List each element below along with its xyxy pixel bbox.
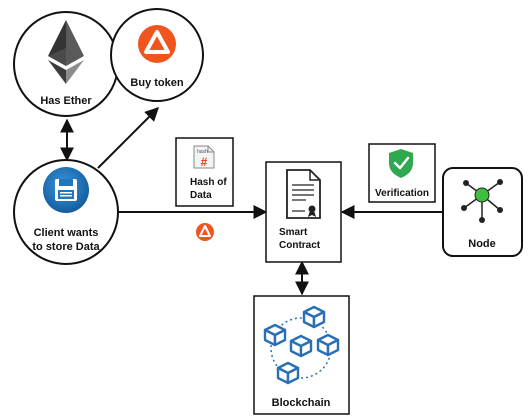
blockchain-node: Blockchain <box>253 295 350 415</box>
hash-label-line1: Hash of <box>190 177 227 188</box>
node-node: Node <box>442 167 523 257</box>
verification-label: Verification <box>375 188 429 199</box>
network-node-icon <box>461 179 503 223</box>
node-label: Node <box>468 238 496 250</box>
edge-client-buytoken <box>97 107 159 169</box>
hash-label-line2: Data <box>190 190 212 201</box>
blockchain-label: Blockchain <box>272 397 331 409</box>
chain-block-3 <box>289 334 313 358</box>
contract-label-line2: Contract <box>279 240 321 251</box>
ether-label: Has Ether <box>40 95 92 107</box>
contract-label-line1: Smart <box>279 227 308 238</box>
token-small-icon <box>196 223 214 241</box>
hash-node: hash # Hash of Data <box>175 137 234 207</box>
blockchain-icon <box>263 305 340 385</box>
verification-node: Verification <box>368 143 436 203</box>
buy-token-node: Buy token <box>110 8 204 102</box>
client-label-line2: to store Data <box>32 241 100 253</box>
ether-node: Has Ether <box>13 11 119 117</box>
buy-token-label: Buy token <box>130 77 183 89</box>
client-label-line1: Client wants <box>34 227 99 239</box>
chain-block-4 <box>316 333 340 357</box>
chain-block-1 <box>302 305 326 329</box>
smart-contract-node: Smart Contract <box>265 161 342 263</box>
floppy-disk-icon <box>43 167 89 213</box>
shield-check-icon <box>389 149 413 178</box>
hash-document-icon: hash # <box>193 145 215 169</box>
hash-icon-symbol: # <box>201 155 208 169</box>
chain-block-2 <box>263 323 287 347</box>
ethereum-icon <box>48 20 84 84</box>
chain-block-5 <box>276 361 300 385</box>
hash-icon-text: hash <box>197 149 208 155</box>
token-icon <box>138 25 176 63</box>
contract-document-icon <box>286 169 321 219</box>
connectors <box>60 107 442 296</box>
client-node: Client wants to store Data <box>13 159 119 265</box>
